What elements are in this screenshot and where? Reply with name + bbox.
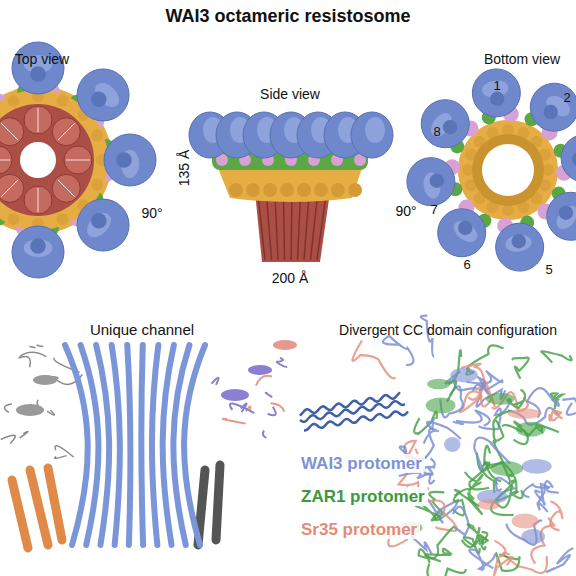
rotation-label: 90° [141, 205, 162, 221]
panel-label: Side view [260, 86, 320, 102]
panel-label: Top view [15, 51, 69, 67]
legend-text: ZAR1 protomer [298, 487, 428, 506]
legend-text: Sr35 protomer [298, 520, 420, 539]
side-view-model [189, 112, 393, 262]
dimension-label: 200 Å [272, 270, 309, 286]
channel-model [1, 340, 297, 548]
legend-entry: ZAR1 protomer [298, 487, 428, 507]
panel-label: Unique channel [90, 321, 194, 338]
callout-number: 8 [433, 125, 440, 140]
figure-title: WAI3 octameric resistosome [165, 6, 410, 27]
panel-label: Divergent CC domain configuration [339, 322, 557, 338]
callout-number: 5 [545, 263, 552, 278]
callout-number: 6 [463, 258, 470, 273]
legend-entry: Sr35 protomer [298, 520, 420, 540]
legend-text: WAI3 protomer [298, 454, 425, 473]
legend-entry: WAI3 protomer [298, 454, 425, 474]
callout-number: 2 [563, 91, 570, 106]
callout-number: 1 [493, 79, 500, 94]
rotation-label: 90° [395, 203, 416, 219]
bottom-view-model [407, 69, 576, 271]
panel-label: Bottom view [484, 51, 560, 67]
dimension-label: 135 Å [176, 150, 192, 187]
top-view-model [0, 42, 156, 278]
callout-number: 7 [430, 203, 437, 218]
